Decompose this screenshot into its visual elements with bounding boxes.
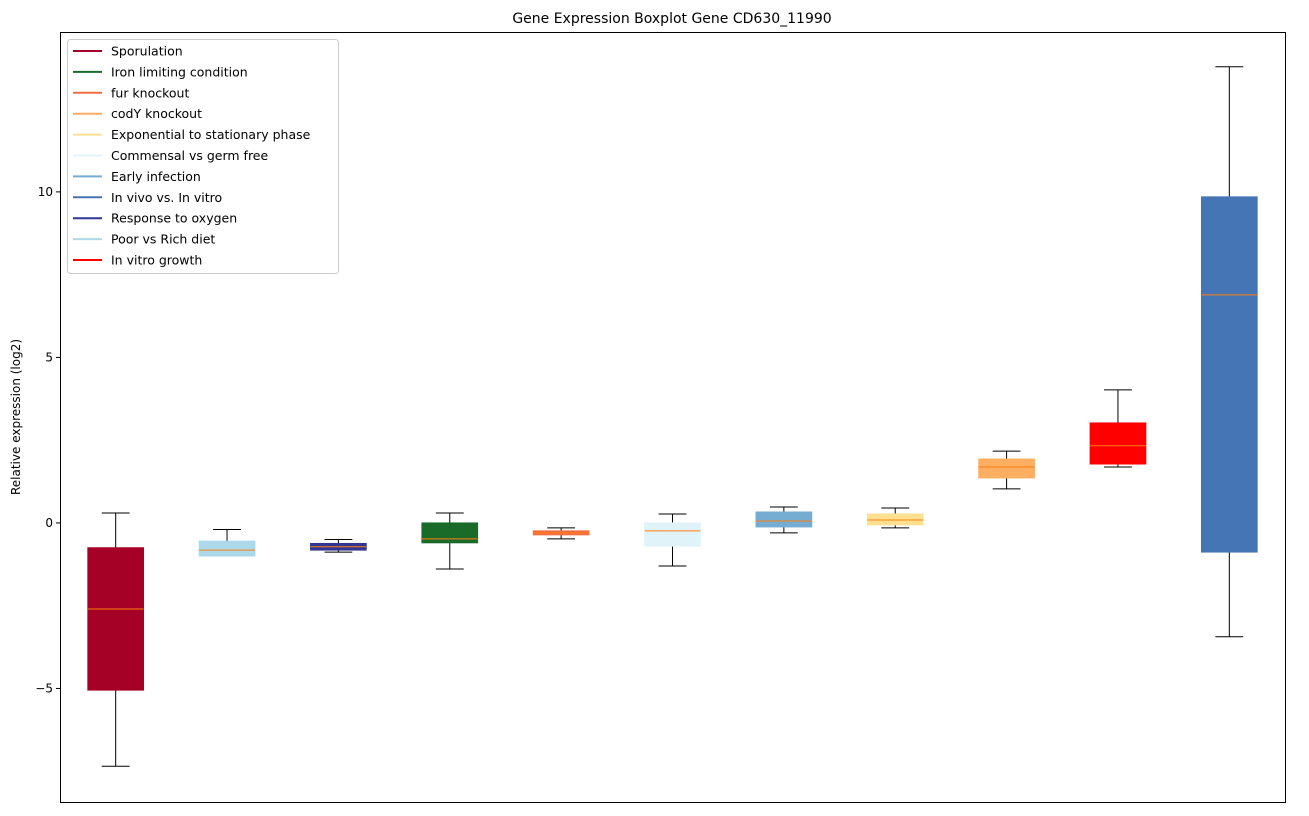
legend-label: Poor vs Rich diet: [111, 232, 215, 247]
box-response-to-oxygen: [310, 538, 367, 553]
box-body: [755, 511, 813, 528]
box-sporulation: [87, 512, 145, 767]
box-body: [1200, 196, 1258, 553]
y-tick-label: 0: [45, 516, 53, 530]
box-cody-knockout: [978, 450, 1035, 490]
box-early-infection: [755, 506, 813, 534]
legend-frame: [67, 39, 339, 274]
legend-label: Exponential to stationary phase: [111, 127, 311, 142]
legend-label: Response to oxygen: [111, 211, 237, 226]
box-body: [1089, 422, 1147, 465]
legend-label: Early infection: [111, 169, 201, 184]
legend-label: codY knockout: [111, 106, 202, 121]
y-tick-label: −5: [35, 681, 53, 695]
legend-label: Commensal vs germ free: [111, 148, 268, 163]
box-body: [198, 540, 256, 557]
box-fur-knockout: [532, 527, 590, 540]
chart-title: Gene Expression Boxplot Gene CD630_11990: [512, 11, 831, 27]
box-exponential-to-stationary-phase: [866, 507, 924, 529]
plot-area: [87, 66, 1258, 767]
y-axis-label: Relative expression (log2): [9, 339, 23, 495]
legend-label: Sporulation: [111, 44, 183, 59]
box-iron-limiting-condition: [421, 512, 479, 570]
box-commensal-vs-germ-free: [644, 513, 701, 567]
box-body: [87, 547, 145, 691]
box-body: [421, 522, 479, 544]
legend-label: In vivo vs. In vitro: [111, 190, 222, 205]
box-body: [978, 458, 1035, 479]
box-in-vitro-growth: [1089, 389, 1147, 468]
legend-label: fur knockout: [111, 85, 189, 100]
box-in-vivo-vs-in-vitro: [1200, 66, 1258, 638]
box-body: [644, 522, 701, 547]
box-poor-vs-rich-diet: [198, 529, 256, 557]
legend-label: In vitro growth: [111, 253, 202, 268]
axes-frame: [60, 32, 1286, 803]
legend-label: Iron limiting condition: [111, 64, 248, 79]
y-tick-label: 10: [38, 185, 53, 199]
y-axis: −5 0 5 10: [35, 185, 60, 695]
y-tick-label: 5: [45, 350, 53, 364]
